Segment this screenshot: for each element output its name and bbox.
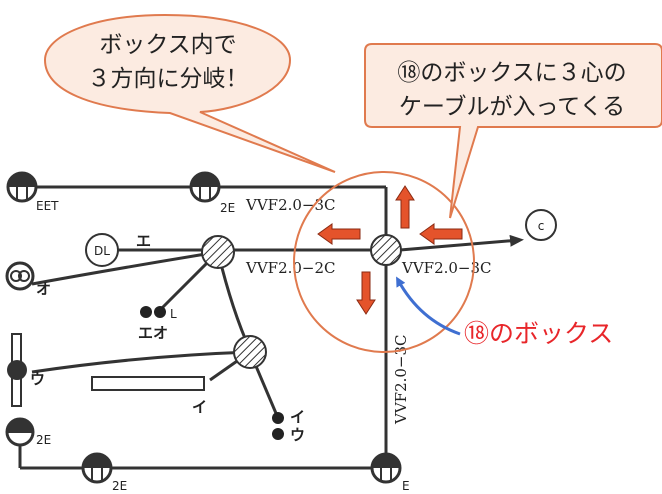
label-e-top: エ	[136, 232, 151, 250]
highlight-circle	[293, 171, 475, 353]
junction-box-2	[233, 335, 267, 369]
direction-arrows	[317, 185, 463, 315]
speech-bubble-right: ⑱のボックスに３心の ケーブルが入ってくる	[364, 43, 662, 219]
outlet-bottom-2e: 2E	[81, 452, 127, 493]
junction-box-18	[370, 234, 402, 266]
label-bottom-2e: 2E	[112, 479, 127, 493]
bubble-left-line2: ３方向に分岐！	[88, 66, 249, 92]
switch-iu: イ ウ	[272, 408, 305, 444]
arrow-left-right	[419, 223, 463, 245]
arrow-down	[356, 271, 376, 315]
outlet-top-2e: 2E	[189, 171, 235, 215]
wall-light-u: ウ	[7, 333, 45, 407]
junction-box-1	[201, 235, 235, 269]
label-l: L	[170, 307, 177, 321]
bubble-left-line1: ボックス内で	[99, 32, 236, 58]
label-dl: DL	[94, 244, 110, 258]
bubble-right-line1: ⑱のボックスに３心の	[397, 60, 626, 86]
outlet-bottom-right-e: E	[370, 452, 410, 493]
label-bottom-right-e: E	[402, 479, 410, 493]
label-eo: エオ	[138, 324, 168, 342]
lead-c: c	[525, 209, 557, 241]
speech-bubble-left: ボックス内で ３方向に分岐！	[43, 13, 336, 173]
label-i-mid: イ	[192, 398, 207, 416]
cable-label-middle-left: VVF2.0−2C	[245, 259, 336, 277]
label-eet: EET	[36, 199, 59, 213]
arrow-up	[395, 185, 415, 229]
label-i-right: イ	[290, 408, 305, 426]
label-u-left: ウ	[30, 370, 45, 388]
label-u-right: ウ	[290, 426, 305, 444]
callout-arrow	[396, 276, 461, 336]
label-top-2e: 2E	[220, 201, 235, 215]
outlet-left-2e: 2E	[5, 417, 51, 447]
callout-text: ⑱のボックス	[464, 319, 613, 348]
cable-label-vertical: VVF2.0−3C	[392, 334, 410, 425]
pendant-o: オ	[5, 261, 51, 298]
bubble-right-line2: ケーブルが入ってくる	[399, 94, 625, 120]
label-left-2e: 2E	[36, 433, 51, 447]
outlet-eet: EET	[6, 171, 59, 213]
label-c: c	[538, 219, 545, 233]
cable-label-top: VVF2.0−3C	[245, 196, 336, 214]
label-o-left: オ	[36, 280, 51, 298]
cable-label-middle-right: VVF2.0−3C	[401, 259, 492, 277]
switch-eo: L エオ	[138, 306, 177, 342]
arrow-left-top	[317, 223, 361, 245]
fluorescent-light-i: イ	[91, 376, 207, 416]
downlight-dl: DL	[85, 233, 119, 267]
